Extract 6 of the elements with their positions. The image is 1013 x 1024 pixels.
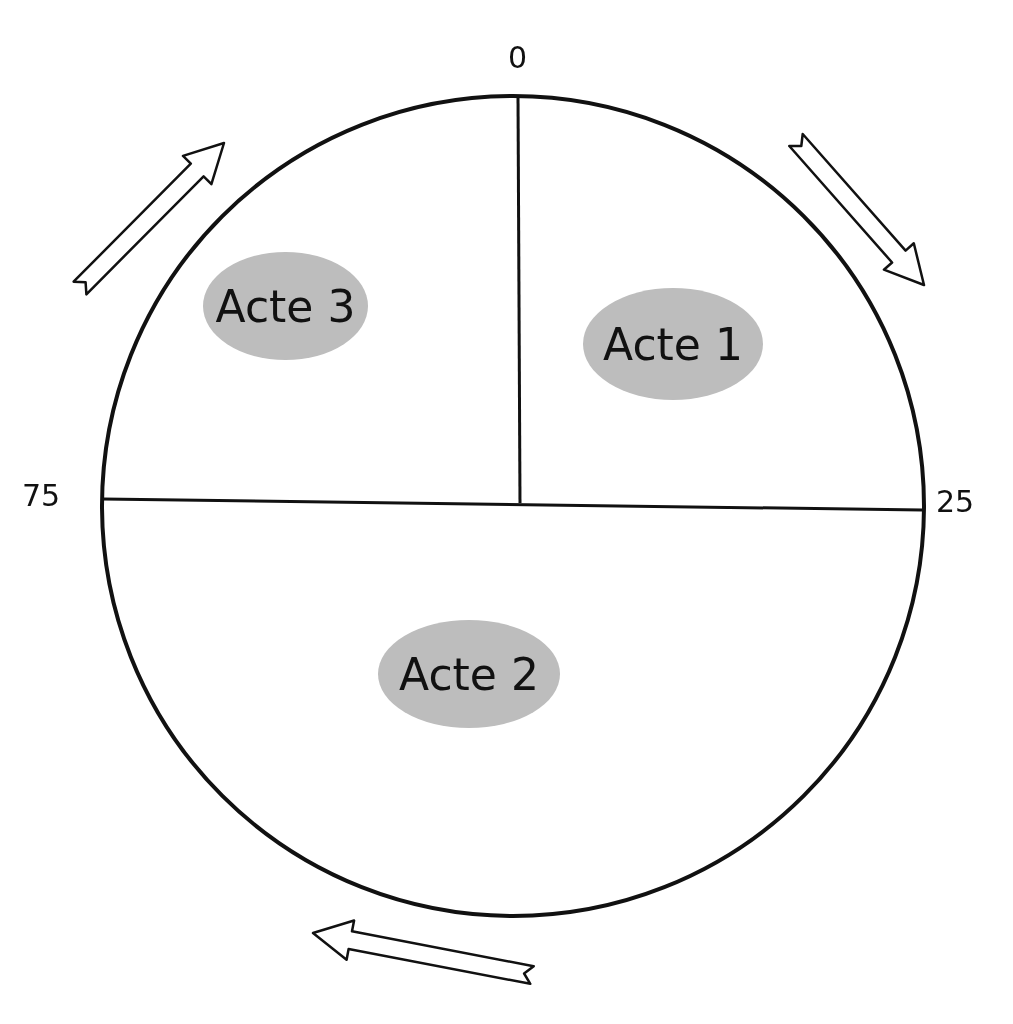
- position-label: 25: [936, 484, 975, 519]
- section-label: Acte 2: [399, 648, 539, 700]
- position-label: 0: [508, 40, 528, 75]
- section-label: Acte 1: [603, 318, 743, 370]
- position-label: 75: [22, 478, 61, 513]
- section-label: Acte 3: [215, 280, 356, 332]
